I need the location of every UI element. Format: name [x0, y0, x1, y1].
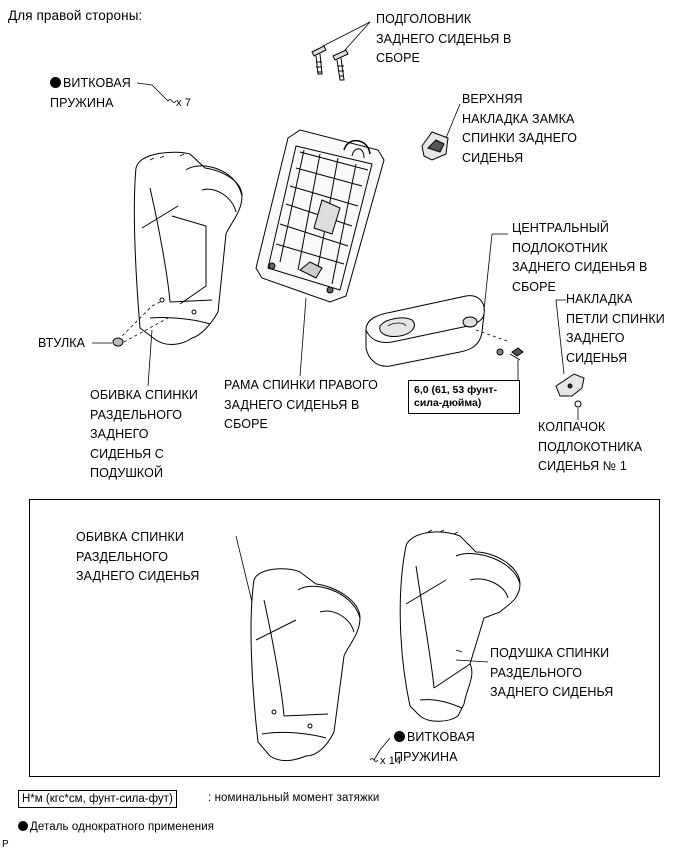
coil-spring-label-inset: ВИТКОВАЯ ПРУЖИНА — [394, 728, 475, 767]
single-use-dot-icon — [50, 77, 61, 88]
upper-lock-cover-drawing — [421, 103, 461, 161]
single-use-legend: Деталь однократного применения — [18, 818, 214, 838]
seatback-cover-with-pad-label: ОБИВКА СПИНКИ РАЗДЕЛЬНОГО ЗАДНЕГО СИДЕНЬ… — [90, 388, 198, 480]
torque-legend-desc: : номинальный момент затяжки — [208, 792, 380, 804]
single-use-dot-icon — [18, 821, 28, 831]
hinge-cover-label: НАКЛАДКА ПЕТЛИ СПИНКИ ЗАДНЕГО СИДЕНЬЯ — [566, 292, 665, 365]
inset-frame — [29, 499, 660, 777]
headrest-assembly-label: ПОДГОЛОВНИК ЗАДНЕГО СИДЕНЬЯ В СБОРЕ — [376, 12, 512, 65]
seatback-frame-label: РАМА СПИНКИ ПРАВОГО ЗАДНЕГО СИДЕНЬЯ В СБ… — [224, 378, 378, 431]
upper-lock-cover-label: ВЕРХНЯЯ НАКЛАДКА ЗАМКА СПИНКИ ЗАДНЕГО СИ… — [462, 92, 578, 165]
hinge-cover-drawing — [555, 299, 585, 420]
inset-seatback-cover-label: ОБИВКА СПИНКИ РАЗДЕЛЬНОГО ЗАДНЕГО СИДЕНЬ… — [76, 530, 200, 583]
page-mark: P — [2, 839, 9, 850]
seatback-frame-drawing — [255, 129, 385, 377]
coil-spring-name: ВИТКОВАЯ ПРУЖИНА — [50, 76, 131, 110]
inset-seatback-pad-drawing — [399, 529, 521, 722]
inset-seatback-pad-label: ПОДУШКА СПИНКИ РАЗДЕЛЬНОГО ЗАДНЕГО СИДЕН… — [490, 646, 614, 699]
inset-seatback-cover-drawing — [235, 535, 361, 762]
center-armrest-label: ЦЕНТРАЛЬНЫЙ ПОДЛОКОТНИК ЗАДНЕГО СИДЕНЬЯ … — [512, 221, 648, 294]
center-armrest-drawing — [365, 233, 524, 387]
torque-unit-box: Н*м (кгс*см, фунт-сила-фут) — [18, 790, 177, 808]
coil-spring-inset-name: ВИТКОВАЯ ПРУЖИНА — [394, 730, 475, 764]
torque-spec-box: 6,0 (61, 53 фунт- сила-дюйма) — [408, 380, 520, 414]
seatback-cover-with-pad-drawing — [92, 151, 243, 387]
torque-spec-value: 6,0 (61, 53 фунт- сила-дюйма) — [414, 384, 497, 409]
single-use-dot-icon — [394, 731, 405, 742]
page-title: Для правой стороны: — [8, 8, 143, 23]
coil-spring-label-top: ВИТКОВАЯ ПРУЖИНА — [50, 74, 131, 113]
single-use-legend-text: Деталь однократного применения — [30, 821, 215, 833]
armrest-cap-label: КОЛПАЧОК ПОДЛОКОТНИКА СИДЕНЬЯ № 1 — [538, 420, 643, 473]
headrest-studs-drawing — [311, 21, 371, 81]
bushing-label: ВТУЛКА — [38, 336, 86, 350]
coil-spring-qty-inset: x 14 — [380, 755, 402, 767]
coil-spring-qty-top: x 7 — [176, 97, 191, 109]
